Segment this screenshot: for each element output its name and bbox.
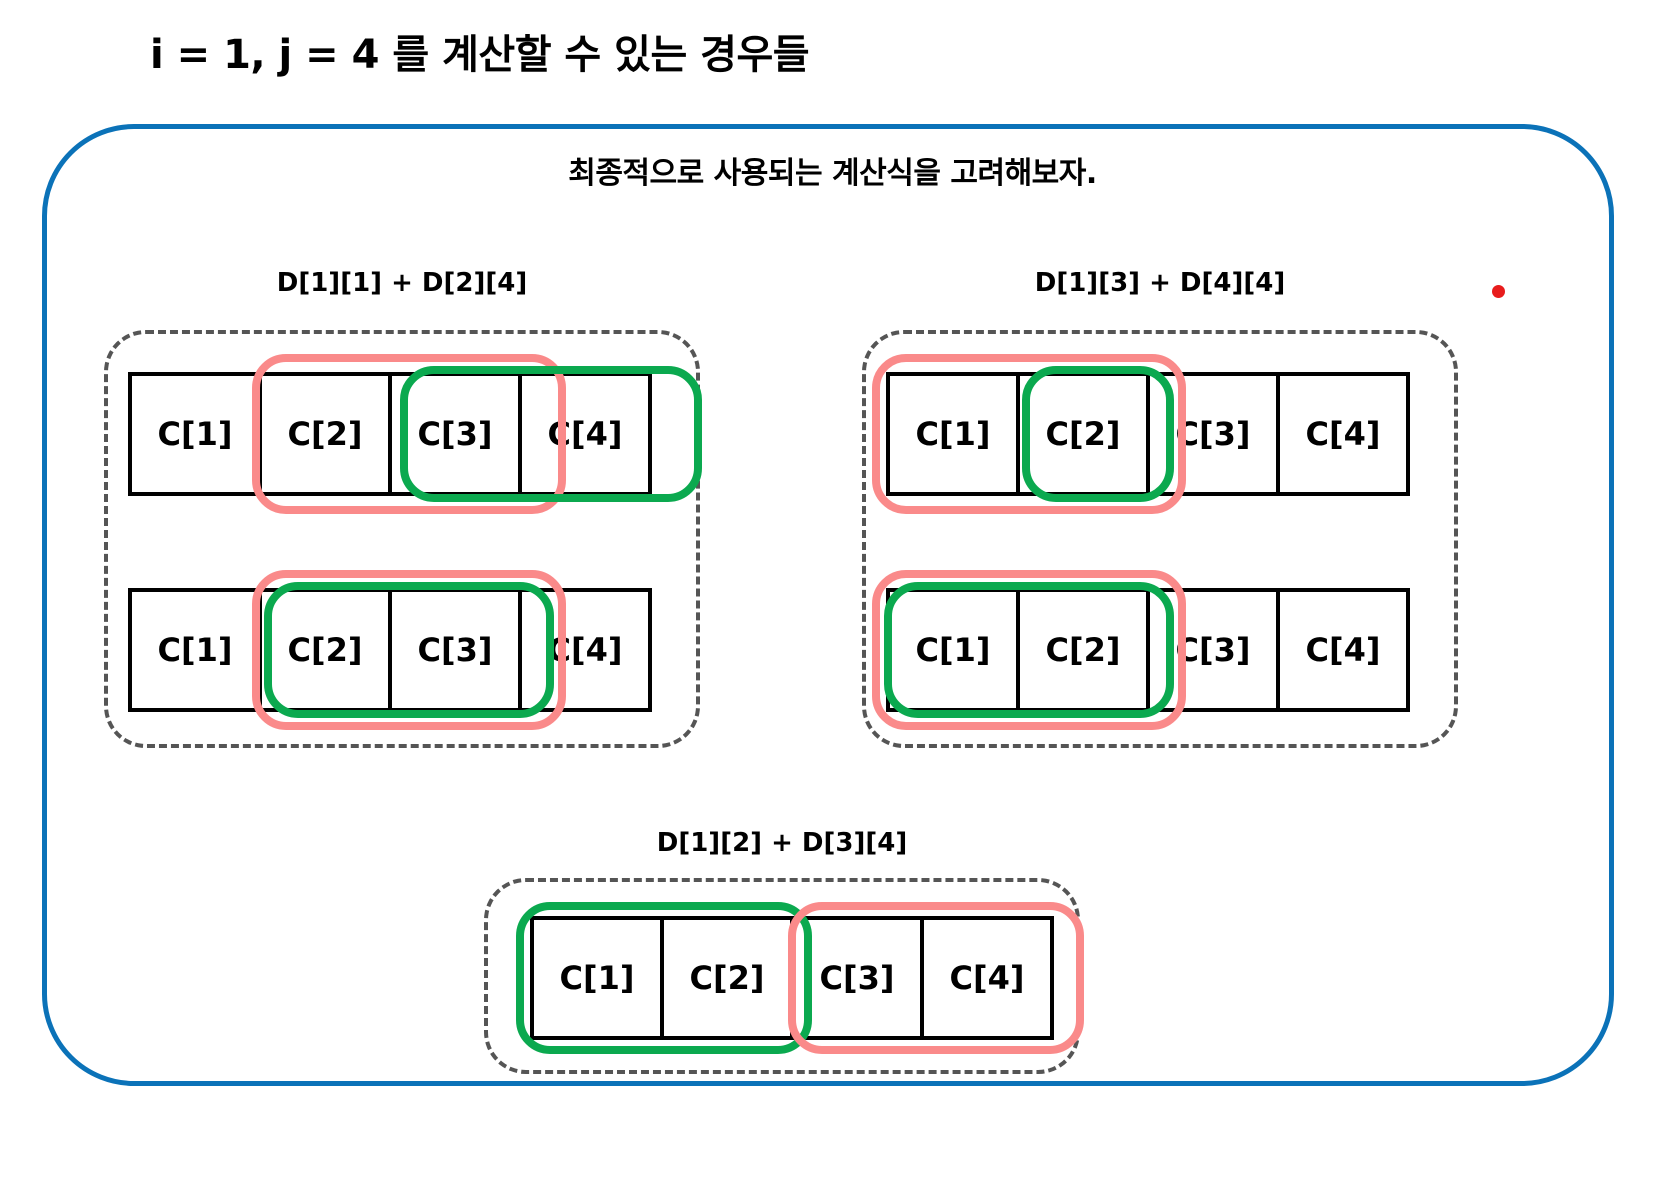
case-group-d13-d44: D[1][3] + D[4][4] C[1] C[2] C[3] C[4] C[… bbox=[862, 268, 1458, 748]
array-cell: C[1] bbox=[530, 916, 664, 1040]
array-cell: C[1] bbox=[886, 588, 1020, 712]
case-group-d12-d34: D[1][2] + D[3][4] C[1] C[2] C[3] C[4] bbox=[484, 828, 1084, 1074]
array-cell: C[2] bbox=[258, 372, 392, 496]
array-cell: C[3] bbox=[790, 916, 924, 1040]
array-cell: C[4] bbox=[1276, 588, 1410, 712]
array-cell: C[3] bbox=[1146, 588, 1280, 712]
page-title: i = 1, j = 4 를 계산할 수 있는 경우들 bbox=[150, 32, 810, 78]
case-dashed-boundary bbox=[862, 330, 1458, 748]
array-cell: C[4] bbox=[518, 588, 652, 712]
array-cell: C[2] bbox=[1016, 588, 1150, 712]
array-cell: C[3] bbox=[1146, 372, 1280, 496]
case-label: D[1][2] + D[3][4] bbox=[656, 828, 908, 858]
array-cell: C[1] bbox=[128, 372, 262, 496]
case-group-d11-d24: D[1][1] + D[2][4] C[1] C[2] C[3] C[4] C[… bbox=[104, 268, 702, 748]
table-row: C[1] C[2] C[3] C[4] bbox=[886, 372, 1410, 496]
red-dot-marker bbox=[1492, 285, 1505, 298]
array-cell: C[4] bbox=[518, 372, 652, 496]
array-cell: C[3] bbox=[388, 588, 522, 712]
array-cell: C[3] bbox=[388, 372, 522, 496]
array-cell: C[1] bbox=[886, 372, 1020, 496]
table-row: C[1] C[2] C[3] C[4] bbox=[128, 372, 652, 496]
case-label: D[1][1] + D[2][4] bbox=[276, 268, 528, 298]
table-row: C[1] C[2] C[3] C[4] bbox=[886, 588, 1410, 712]
table-row: C[1] C[2] C[3] C[4] bbox=[128, 588, 652, 712]
array-cell: C[2] bbox=[258, 588, 392, 712]
array-cell: C[1] bbox=[128, 588, 262, 712]
array-cell: C[4] bbox=[920, 916, 1054, 1040]
case-dashed-boundary bbox=[104, 330, 700, 748]
table-row: C[1] C[2] C[3] C[4] bbox=[530, 916, 1054, 1040]
subtitle: 최종적으로 사용되는 계산식을 고려해보자. bbox=[568, 156, 1097, 191]
content-frame bbox=[42, 124, 1614, 1086]
array-cell: C[2] bbox=[1016, 372, 1150, 496]
case-label: D[1][3] + D[4][4] bbox=[1034, 268, 1286, 298]
array-cell: C[2] bbox=[660, 916, 794, 1040]
array-cell: C[4] bbox=[1276, 372, 1410, 496]
